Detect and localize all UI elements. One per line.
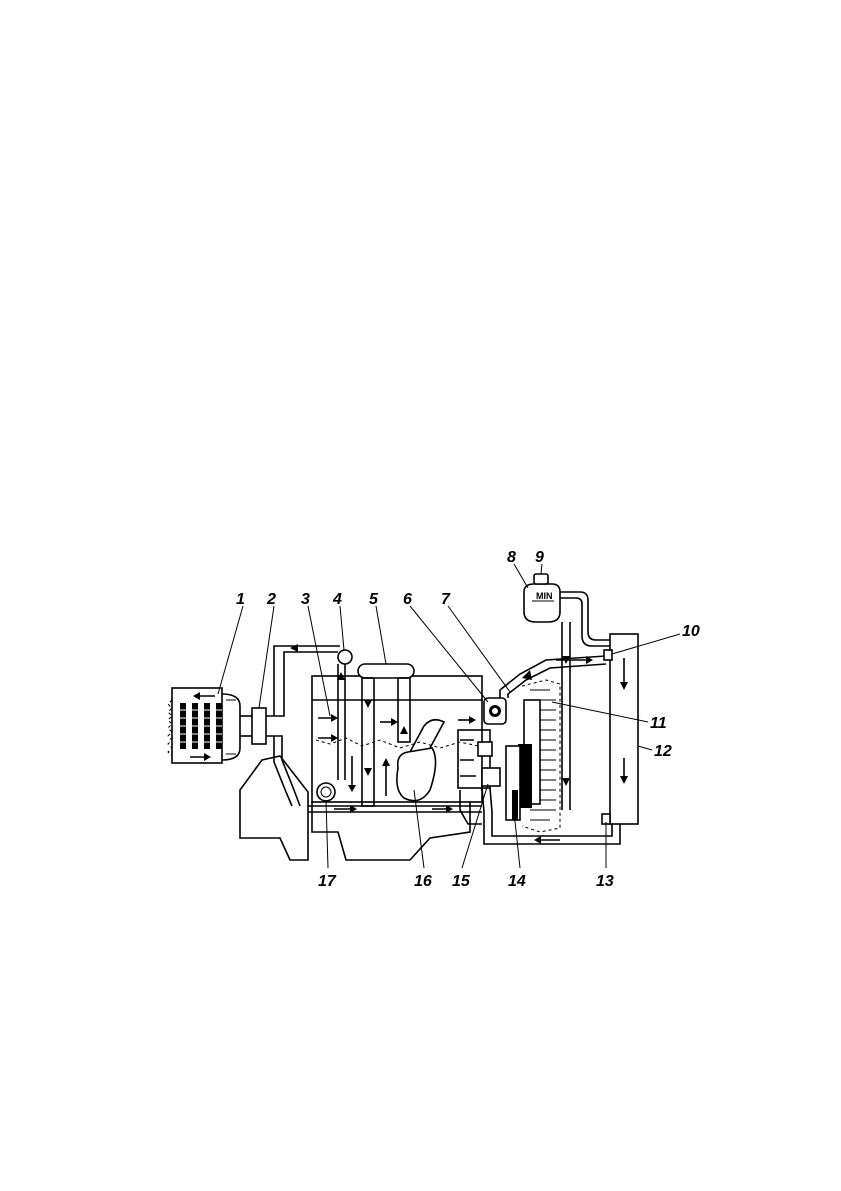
label-1: 1 [236,591,245,608]
label-7: 7 [441,591,451,608]
tank-min-mark: MIN [536,591,553,601]
label-8: 8 [507,549,516,566]
heater-core-fins [180,703,222,749]
drain-plug [317,783,335,801]
heater-valve [240,708,266,744]
radiator-upper-fitting [604,650,612,660]
engine-block [308,676,482,860]
expansion-tank-cap [534,574,548,584]
label-12: 12 [654,743,672,760]
gearbox-housing [240,756,308,860]
water-pump [458,730,500,788]
heater-return-pipe [266,652,338,716]
label-5: 5 [369,591,379,608]
oil-filler [397,748,436,801]
label-6: 6 [403,591,412,608]
label-11: 11 [650,715,667,732]
label-16: 16 [414,873,432,890]
radiator [602,634,638,824]
label-4: 4 [332,591,342,608]
label-9: 9 [535,549,544,566]
label-10: 10 [682,623,700,640]
label-13: 13 [596,873,614,890]
air-valve [338,650,352,664]
upper-radiator-hose [500,656,606,698]
label-15: 15 [452,873,471,890]
heater-core [168,688,240,763]
label-17: 17 [318,873,337,890]
label-3: 3 [301,591,310,608]
label-2: 2 [266,591,276,608]
expansion-tank: MIN [524,574,560,622]
label-14: 14 [508,873,526,890]
